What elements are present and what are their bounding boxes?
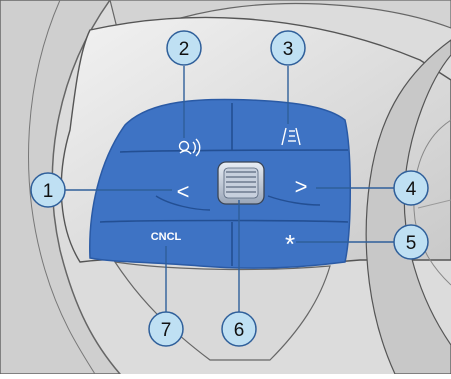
callout-3: 3: [271, 31, 305, 65]
star-button[interactable]: *: [285, 229, 295, 259]
callout-1: 1: [31, 173, 65, 207]
callout-4: 4: [394, 171, 428, 205]
callout-2-number: 2: [179, 39, 190, 60]
callout-1-number: 1: [43, 181, 54, 202]
prev-button[interactable]: <: [177, 179, 190, 204]
callout-6: 6: [222, 312, 256, 346]
callout-7-number: 7: [161, 320, 172, 341]
callout-6-number: 6: [234, 320, 245, 341]
callout-5-number: 5: [406, 233, 417, 254]
callout-5: 5: [394, 225, 428, 259]
scroll-wheel-icon[interactable]: [218, 162, 264, 204]
callout-7: 7: [149, 312, 183, 346]
next-button[interactable]: >: [295, 174, 308, 199]
cancel-button[interactable]: CNCL: [151, 231, 182, 243]
callout-2: 2: [167, 31, 201, 65]
callout-3-number: 3: [283, 39, 294, 60]
callout-4-number: 4: [406, 179, 417, 200]
